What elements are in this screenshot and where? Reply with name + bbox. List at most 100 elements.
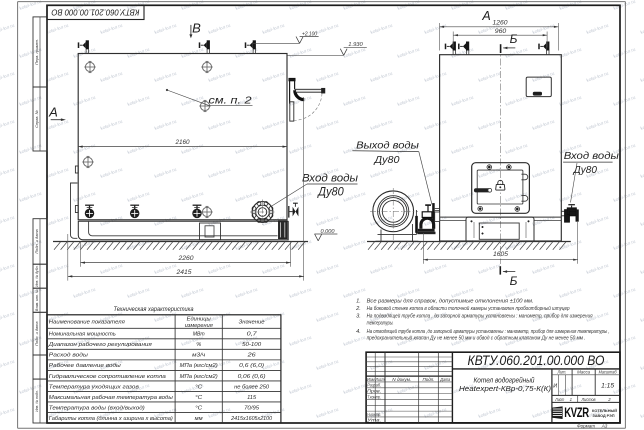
svg-text:kotel-kvr.ru: kotel-kvr.ru [640, 23, 644, 35]
svg-text:°С: °С [195, 384, 203, 390]
svg-text:А: А [481, 9, 490, 23]
svg-text:м3/ч: м3/ч [192, 353, 205, 359]
svg-text:Лит.: Лит. [557, 370, 567, 375]
svg-text:Утв.: Утв. [367, 418, 381, 423]
svg-text:960: 960 [495, 28, 507, 35]
svg-text:Выход воды: Выход воды [356, 141, 419, 152]
svg-text:kotel-kvr.ru: kotel-kvr.ru [640, 311, 644, 323]
svg-text:ЗАВОД РЭП: ЗАВОД РЭП [593, 413, 615, 418]
svg-text:kotel-kvr.ru: kotel-kvr.ru [19, 0, 43, 11]
svg-text:26: 26 [246, 353, 256, 359]
svg-text:kotel-kvr.ru: kotel-kvr.ru [640, 167, 644, 179]
svg-text:°С: °С [195, 395, 203, 401]
svg-text:Подп.: Подп. [423, 377, 435, 382]
svg-text:Вход воды: Вход воды [564, 151, 620, 162]
svg-text:2160: 2160 [175, 139, 190, 146]
svg-text:Пров.: Пров. [367, 388, 381, 393]
svg-text:2415х1605х2100: 2415х1605х2100 [230, 416, 273, 422]
svg-text:2: 2 [607, 397, 611, 402]
svg-text:Разраб.: Разраб. [367, 383, 381, 388]
svg-text:3.: 3. [356, 313, 361, 319]
svg-text:°С: °С [195, 405, 203, 411]
svg-text:70/95: 70/95 [244, 405, 260, 411]
svg-text:kotel-kvr.ru: kotel-kvr.ru [640, 215, 644, 227]
svg-text:КОТЕЛЬНЫЙ: КОТЕЛЬНЫЙ [592, 408, 617, 413]
svg-text:kotel-kvr.ru: kotel-kvr.ru [640, 359, 644, 371]
svg-text:Масса: Масса [577, 370, 591, 375]
svg-text:Рабочее давление воды: Рабочее давление воды [49, 363, 122, 369]
svg-text:Инв. № дубл.: Инв. № дубл. [35, 265, 39, 287]
svg-text:N докум.: N докум. [392, 377, 411, 382]
svg-text:Лист: Лист [375, 377, 385, 382]
svg-text:И: И [553, 384, 557, 390]
svg-text:Максимальная рабочая температу: Максимальная рабочая температура воды [49, 395, 174, 401]
svg-text:Масштаб: Масштаб [599, 370, 618, 375]
svg-text:1605: 1605 [493, 251, 508, 258]
svg-text:kotel-kvr.ru: kotel-kvr.ru [640, 263, 644, 275]
svg-text:Heatexpert-КВр-0,75-К(К): Heatexpert-КВр-0,75-К(К) [459, 386, 551, 393]
svg-text:Техническая характеристика: Техническая характеристика [114, 306, 195, 313]
svg-text:Все размеры для справок, допус: Все размеры для справок, допустимые откл… [367, 299, 534, 305]
svg-text:0,6 (6,0): 0,6 (6,0) [239, 363, 264, 369]
svg-text:Габариты котла (длинна х ширин: Габариты котла (длинна х ширина х высота… [49, 416, 173, 422]
svg-text:0.000: 0.000 [321, 229, 335, 235]
svg-text:0,7: 0,7 [247, 332, 258, 338]
svg-text:Ду80: Ду80 [373, 155, 400, 166]
svg-text:1260: 1260 [493, 20, 508, 27]
svg-text:2260: 2260 [178, 255, 194, 262]
svg-text:Расход воды: Расход воды [49, 353, 89, 359]
svg-text:Гидравлическое сопротивление к: Гидравлическое сопротивление котла [49, 374, 166, 380]
svg-text:Номинальная мощность: Номинальная мощность [49, 332, 116, 338]
svg-text:115: 115 [247, 395, 257, 401]
svg-text:Наименование показателя: Наименование показателя [49, 320, 125, 326]
svg-text:1:15: 1:15 [601, 384, 615, 390]
svg-text:Ду80: Ду80 [573, 165, 598, 176]
svg-text:kotel-kvr.ru: kotel-kvr.ru [640, 407, 644, 419]
svg-text:Котел водогрейный: Котел водогрейный [474, 376, 535, 384]
svg-text:KVZR: KVZR [564, 405, 589, 420]
svg-text:1.: 1. [356, 299, 361, 305]
svg-text:2415: 2415 [176, 269, 192, 276]
svg-text:Перв. примен.: Перв. примен. [34, 39, 39, 65]
svg-text:Формат: Формат [577, 423, 595, 428]
svg-text:50-100: 50-100 [242, 342, 262, 348]
svg-text:0,06 (0,6): 0,06 (0,6) [238, 374, 266, 380]
svg-text:На подводящей трубе котла ,: На подводящей трубе котла , до запорной … [367, 312, 593, 319]
svg-text:kotel-kvr.ru: kotel-kvr.ru [640, 71, 644, 83]
svg-text:МПа (кгс/см2): МПа (кгс/см2) [180, 374, 218, 380]
svg-text:МВт: МВт [193, 332, 205, 338]
svg-text:4.: 4. [356, 329, 361, 335]
svg-text:Инв. № подл.: Инв. № подл. [35, 390, 39, 412]
svg-text:Подп. и дата: Подп. и дата [34, 321, 39, 346]
svg-text:Б: Б [510, 274, 518, 288]
svg-text:не более 250: не более 250 [234, 384, 270, 390]
svg-text:Б: Б [510, 32, 518, 46]
svg-text:В: В [192, 21, 201, 36]
svg-text:А: А [48, 105, 58, 120]
svg-text:1.930: 1.930 [348, 42, 363, 48]
svg-text:Единицы: Единицы [187, 317, 212, 323]
svg-text:Подп. и дата: Подп. и дата [34, 228, 39, 253]
svg-text:А3: А3 [601, 423, 608, 428]
svg-text:+2.100: +2.100 [302, 32, 317, 38]
svg-text:Температура уходящих газов: Температура уходящих газов [49, 384, 139, 390]
svg-text:Листов: Листов [581, 397, 597, 402]
svg-text:предохранительный клапан Ду н: предохранительный клапан Ду не менее 50 … [367, 335, 586, 342]
svg-text:На отводящей трубе котла ,до з: На отводящей трубе котла ,до запорной ар… [367, 328, 610, 335]
svg-text:КВТУ.060.201.00.000 ВО: КВТУ.060.201.00.000 ВО [52, 8, 140, 17]
svg-text:%: % [196, 342, 201, 348]
svg-text:Изм: Изм [367, 377, 375, 382]
svg-text:измерения: измерения [185, 323, 213, 329]
svg-text:Взам. инв. №: Взам. инв. № [35, 289, 39, 311]
svg-text:Ду80: Ду80 [316, 184, 344, 198]
svg-text:Т.контр.: Т.контр. [367, 394, 381, 399]
svg-text:МПа (кгс/см2): МПа (кгс/см2) [180, 363, 218, 369]
svg-text:Н.контр.: Н.контр. [367, 412, 381, 417]
svg-text:см. п. 2: см. п. 2 [209, 95, 252, 107]
svg-text:температуры.: температуры. [367, 321, 394, 327]
svg-text:Диапазон рабочего регулировани: Диапазон рабочего регулирования [48, 342, 152, 348]
svg-text:Справ. №: Справ. № [34, 109, 39, 127]
svg-text:Температура воды (вход/выход): Температура воды (вход/выход) [49, 405, 145, 411]
svg-text:Вход воды: Вход воды [302, 172, 358, 184]
svg-text:Дата: Дата [439, 377, 450, 382]
